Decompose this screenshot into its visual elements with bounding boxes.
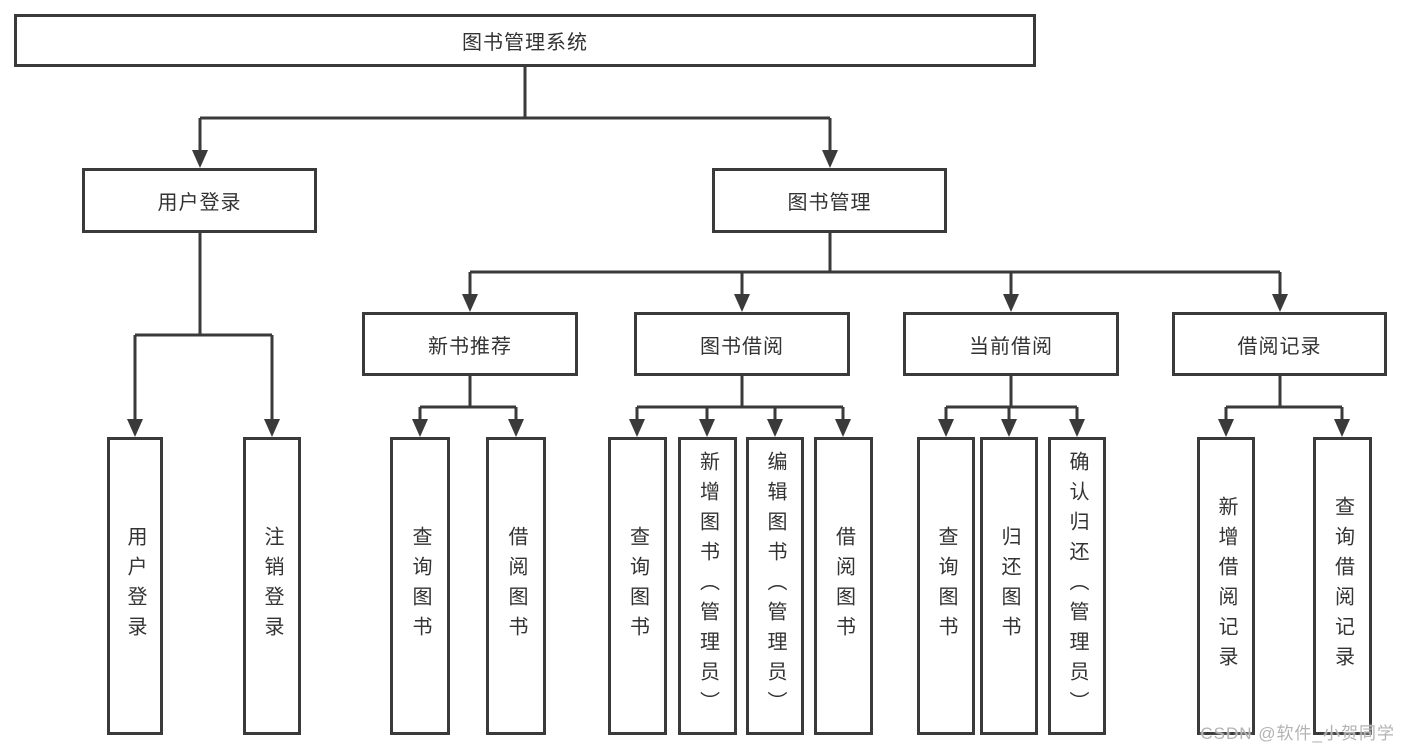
leaf-logout-label: 注销登录 bbox=[261, 526, 283, 646]
leaf-add-borrow-record-label: 新增借阅记录 bbox=[1215, 496, 1237, 676]
node-borrow-records-label: 借阅记录 bbox=[1237, 335, 1322, 358]
leaf-query-books-newbook: 查询图书 bbox=[390, 437, 450, 735]
connector-root-to-level2 bbox=[198, 67, 832, 152]
connector-userlogin-to-leaves bbox=[133, 233, 274, 421]
connector-newbook-to-leaves bbox=[418, 376, 518, 421]
node-user-login: 用户登录 bbox=[82, 168, 317, 233]
leaf-confirm-return-admin: 确认归还（管理员） bbox=[1048, 437, 1106, 735]
node-current-borrow: 当前借阅 bbox=[903, 312, 1119, 376]
node-book-borrow-label: 图书借阅 bbox=[700, 335, 784, 358]
leaf-query-borrow-record: 查询借阅记录 bbox=[1313, 437, 1372, 735]
connector-records-to-leaves bbox=[1224, 376, 1344, 421]
leaf-query-books-current: 查询图书 bbox=[917, 437, 975, 735]
leaf-add-books-admin: 新增图书（管理员） bbox=[678, 437, 737, 735]
leaf-borrow-books-newbook: 借阅图书 bbox=[486, 437, 546, 735]
leaf-edit-books-admin: 编辑图书（管理员） bbox=[746, 437, 804, 735]
leaf-query-borrow-record-label: 查询借阅记录 bbox=[1331, 496, 1354, 676]
leaf-logout: 注销登录 bbox=[243, 437, 301, 735]
leaf-query-books-borrow: 查询图书 bbox=[608, 437, 667, 735]
node-current-borrow-label: 当前借阅 bbox=[969, 335, 1053, 358]
watermark: CSDN @软件_小贺同学 bbox=[1200, 724, 1395, 743]
leaf-return-books: 归还图书 bbox=[980, 437, 1038, 735]
node-root-label: 图书管理系统 bbox=[462, 32, 588, 54]
leaf-user-login: 用户登录 bbox=[107, 437, 163, 735]
node-borrow-records: 借阅记录 bbox=[1172, 312, 1387, 376]
node-new-book-recommend: 新书推荐 bbox=[362, 312, 578, 376]
leaf-user-login-label: 用户登录 bbox=[124, 526, 146, 646]
connector-current-to-leaves bbox=[944, 376, 1079, 421]
node-user-login-label: 用户登录 bbox=[157, 192, 242, 214]
connector-borrow-to-leaves bbox=[635, 376, 845, 421]
leaf-borrow-books-newbook-label: 借阅图书 bbox=[505, 526, 527, 646]
connector-bookmgmt-to-level3 bbox=[468, 233, 1282, 296]
leaf-query-books-current-label: 查询图书 bbox=[935, 526, 957, 646]
leaf-query-books-borrow-label: 查询图书 bbox=[626, 526, 649, 646]
node-book-borrow: 图书借阅 bbox=[634, 312, 850, 376]
leaf-query-books-newbook-label: 查询图书 bbox=[409, 526, 431, 646]
leaf-return-books-label: 归还图书 bbox=[998, 526, 1020, 646]
node-root: 图书管理系统 bbox=[14, 14, 1036, 67]
node-new-book-recommend-label: 新书推荐 bbox=[428, 335, 512, 358]
leaf-confirm-return-admin-label: 确认归还（管理员） bbox=[1066, 451, 1088, 721]
node-book-management-label: 图书管理 bbox=[787, 192, 872, 214]
leaf-borrow-books-label: 借阅图书 bbox=[832, 526, 855, 646]
leaf-edit-books-admin-label: 编辑图书（管理员） bbox=[764, 451, 786, 721]
leaf-borrow-books: 借阅图书 bbox=[814, 437, 873, 735]
leaf-add-books-admin-label: 新增图书（管理员） bbox=[696, 451, 719, 721]
arrowheads bbox=[127, 150, 1350, 437]
node-book-management: 图书管理 bbox=[712, 168, 947, 233]
leaf-add-borrow-record: 新增借阅记录 bbox=[1197, 437, 1255, 735]
